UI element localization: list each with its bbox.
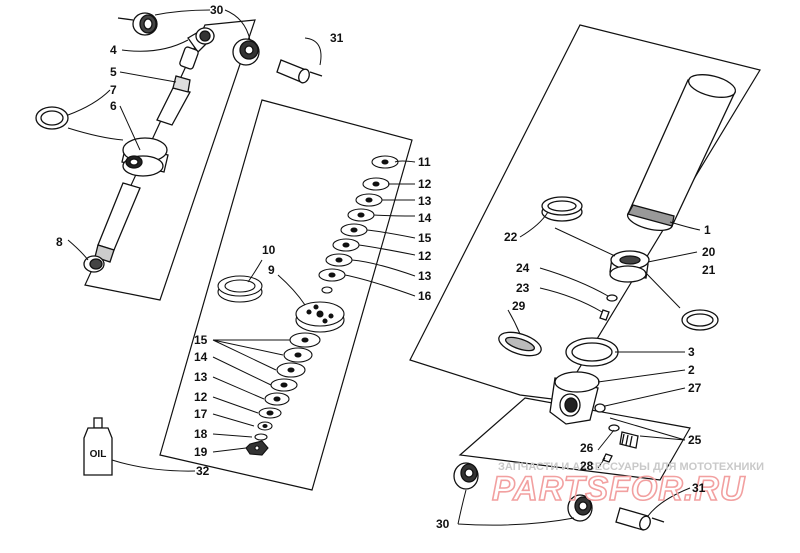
callout-labels: 30 4 31 5 7 6 8 1 22 20 21 24 23 29 3 2 … [56,3,716,531]
callout-18: 18 [194,427,208,441]
callout-12-c: 12 [194,390,208,404]
callout-19: 19 [194,445,208,459]
pin-line [309,71,323,77]
oil-bottle-label: OIL [90,449,107,460]
main-body-parts [453,74,737,531]
damper-rod [156,75,191,126]
callout-9: 9 [268,263,275,277]
bleed-screw [594,403,606,413]
callout-14-a: 14 [418,211,432,225]
schrader-fitting [619,431,639,449]
callout-23: 23 [516,281,530,295]
reservoir-tube [626,74,737,232]
fitting-washer [608,424,620,432]
callout-17: 17 [194,407,208,421]
callout-28: 28 [580,459,594,473]
bushing-top-right [232,38,260,66]
callout-16: 16 [418,289,432,303]
upper-shim-stack [318,155,399,294]
warning-decal [498,331,542,357]
callout-22: 22 [504,230,518,244]
callout-3: 3 [688,345,695,359]
piston-band [217,275,263,303]
callout-30-bottom: 30 [436,517,450,531]
frame-piston [159,99,413,491]
bushing-top-left [132,12,158,36]
leader-lines [67,9,701,526]
callout-8: 8 [56,235,63,249]
callout-10: 10 [262,243,276,257]
watermark: ЗАПЧАСТИ И АКСЕССУАРЫ ДЛЯ МОТОТЕХНИКИ PA… [491,461,764,509]
callout-11: 11 [418,155,431,169]
frame-bottom [458,397,691,481]
upper-left-parts [35,12,323,273]
callout-13-a: 13 [418,194,432,208]
piston [295,301,345,333]
callout-7: 7 [110,83,117,97]
callout-2: 2 [688,363,695,377]
sleeve-bottom [615,507,651,531]
shaft-nut [83,255,105,273]
callout-27: 27 [688,381,702,395]
reservoir-cap [609,250,650,283]
callout-12-a: 12 [418,177,432,191]
sleeve-top [276,59,310,84]
callout-25: 25 [688,433,702,447]
watermark-text: ЗАПЧАСТИ И АКСЕССУАРЫ ДЛЯ МОТОТЕХНИКИ [498,461,764,473]
callout-32: 32 [196,464,210,478]
callout-12-b: 12 [418,249,432,263]
watermark-brand: PARTSFOR.RU [492,470,746,508]
callout-21: 21 [702,263,716,277]
fitting-cap [602,453,613,463]
body-eyelet [549,371,600,425]
snap-ring [541,196,583,222]
callout-31-bottom: 31 [692,481,706,495]
callout-26: 26 [580,441,594,455]
top-cap [121,137,169,177]
callout-15-b: 15 [194,333,208,347]
bolt-stub [117,17,134,21]
valve-core [599,309,610,321]
callout-5: 5 [110,65,117,79]
callout-29: 29 [512,299,526,313]
callout-1: 1 [704,223,711,237]
callout-24: 24 [516,261,530,275]
oil-bottle: OIL [83,417,113,476]
callout-20: 20 [702,245,716,259]
callout-30-top: 30 [210,3,224,17]
valve-washer [606,294,618,302]
lower-shim-stack [245,332,321,456]
bushing-bottom-right [567,494,593,522]
callout-15-a: 15 [418,231,432,245]
callout-31-top: 31 [330,31,344,45]
frame-main-body [409,24,761,401]
callout-14-b: 14 [194,350,208,364]
callout-13-b: 13 [418,269,432,283]
callout-13-c: 13 [194,370,208,384]
piston-stack [217,155,399,456]
bushing-bottom-left [453,462,479,490]
piston-shaft [94,182,141,263]
callout-4: 4 [110,43,117,57]
callout-6: 6 [110,99,117,113]
shock-eyelet [179,27,215,70]
